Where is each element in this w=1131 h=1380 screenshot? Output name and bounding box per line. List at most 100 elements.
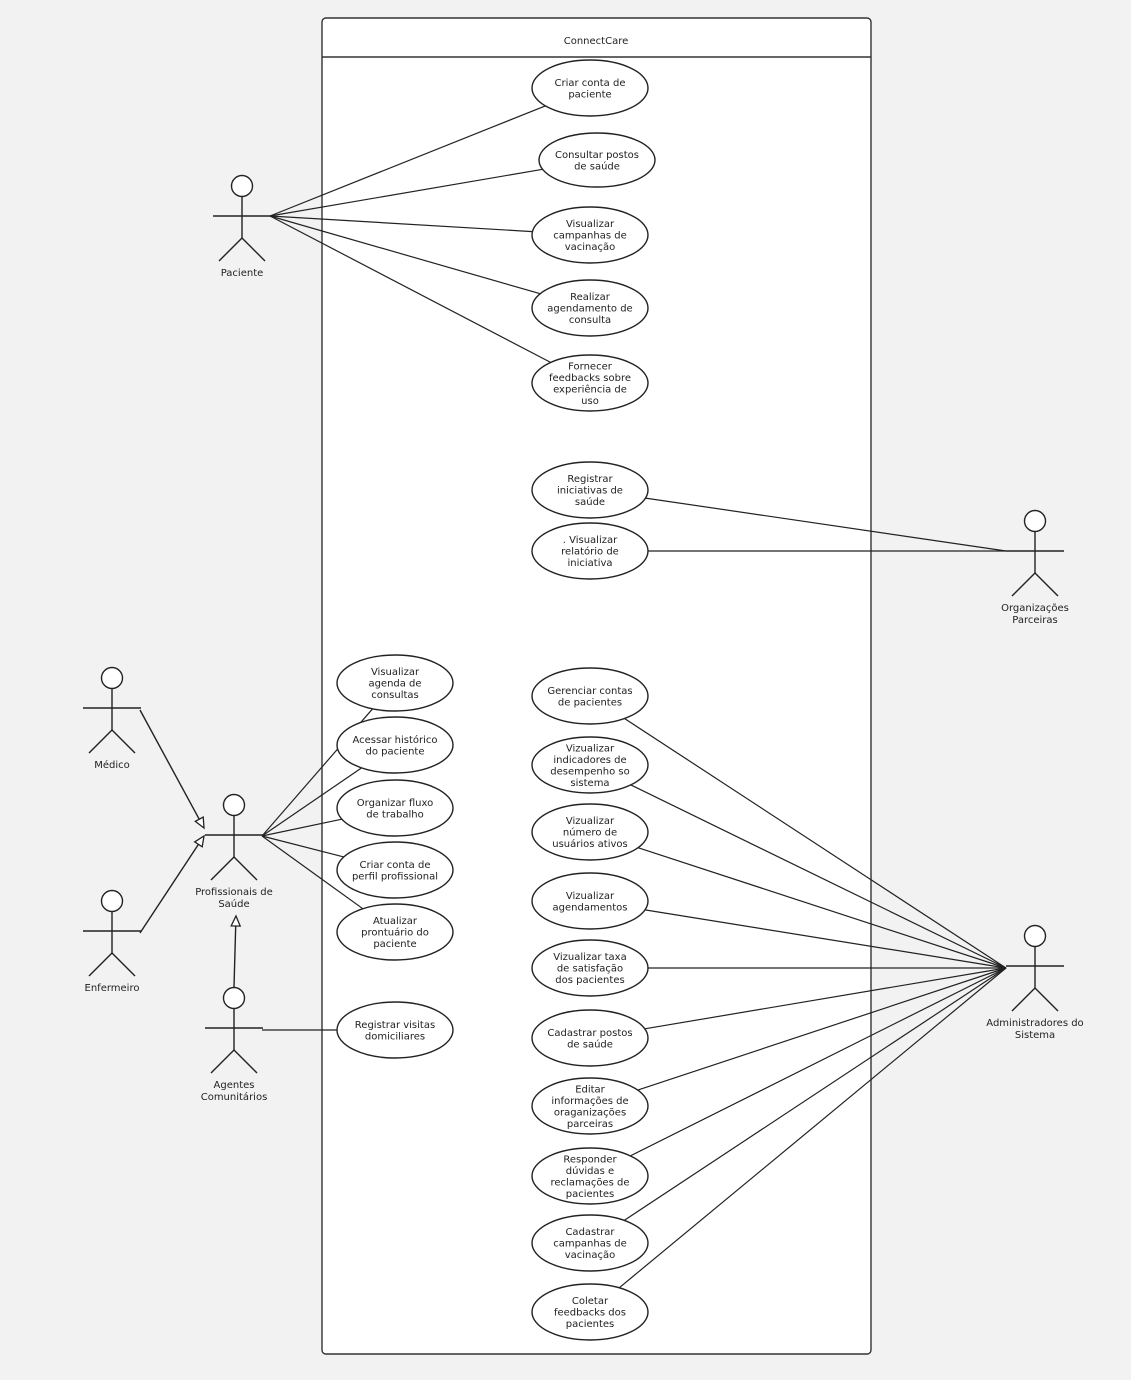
actor-left-leg — [218, 237, 243, 262]
actor-head — [1023, 924, 1047, 948]
actor-right-leg — [1034, 987, 1059, 1012]
actor-label: Organizações — [1001, 603, 1069, 614]
use-case-ellipse[interactable] — [531, 667, 649, 725]
association-line — [644, 909, 1007, 969]
use-case-label: vacinação — [565, 1250, 616, 1261]
actor-label: Médico — [94, 759, 130, 771]
actor-enfermeiro[interactable]: Enfermeiro — [83, 889, 141, 995]
use-case-ellipse[interactable] — [336, 1001, 454, 1059]
use-case-label: experiência de — [553, 383, 627, 395]
use-case-label: uso — [581, 396, 599, 407]
actor-right-leg — [1034, 572, 1059, 597]
association-line — [645, 497, 1007, 552]
generalization-arrowhead — [193, 834, 205, 848]
association-line — [269, 215, 541, 295]
actor-head — [222, 986, 246, 1010]
association-line — [630, 784, 1007, 969]
use-case-label: Criar conta de — [555, 78, 626, 89]
use-case-label: feedbacks sobre — [549, 373, 631, 384]
use-case-label: Registrar — [567, 474, 613, 485]
use-case-label: iniciativa — [567, 558, 612, 569]
actor-right-leg — [241, 237, 266, 262]
use-case-ellipse[interactable] — [336, 841, 454, 899]
use-case-label: Cadastrar postos — [547, 1028, 632, 1039]
use-case-ellipse[interactable] — [531, 1077, 649, 1135]
actor-medico[interactable]: Médico — [83, 666, 141, 772]
use-case-label: de satisfação — [557, 964, 623, 975]
use-case-ellipse[interactable] — [538, 132, 656, 188]
use-case-label: informações de — [551, 1096, 628, 1107]
actor-left-leg — [88, 952, 113, 977]
use-case-label: Editar — [575, 1084, 605, 1095]
generalization-arrowhead — [230, 914, 242, 927]
association-line — [269, 215, 533, 233]
use-case-label: Vizualizar — [566, 816, 615, 827]
actor-paciente[interactable]: Paciente — [213, 174, 271, 280]
use-case-ellipse[interactable] — [531, 1283, 649, 1341]
use-case-ellipse[interactable] — [531, 354, 649, 412]
use-case-label: iniciativas de — [557, 486, 623, 497]
use-case-ellipse[interactable] — [336, 654, 454, 712]
use-case-label: saúde — [575, 496, 605, 508]
use-case-ellipse[interactable] — [531, 522, 649, 580]
association-line — [630, 967, 1007, 1157]
association-line — [269, 168, 543, 217]
use-case-ellipse[interactable] — [531, 279, 649, 337]
use-case-ellipse[interactable] — [336, 779, 454, 837]
use-case-ellipse[interactable] — [336, 903, 454, 961]
use-case-label: Vizualizar — [566, 891, 615, 902]
use-case-label: Registrar visitas — [355, 1020, 435, 1031]
use-case-label: Visualizar — [371, 667, 420, 678]
use-case-ellipse[interactable] — [531, 1009, 649, 1067]
use-case-ellipse[interactable] — [531, 939, 649, 997]
use-case-ellipse[interactable] — [531, 1214, 649, 1272]
association-line — [269, 215, 551, 363]
use-case-ellipse[interactable] — [531, 461, 649, 519]
use-case-label: consultas — [371, 690, 419, 701]
use-case-label: campanhas de — [553, 231, 627, 242]
use-case-label: agendamentos — [553, 902, 628, 913]
actor-left-leg — [1011, 572, 1036, 597]
use-case-label: prontuário do — [361, 927, 429, 939]
use-case-label: Consultar postos — [555, 150, 639, 161]
use-case-label: Fornecer — [568, 361, 613, 372]
use-case-ellipse[interactable] — [531, 1147, 649, 1205]
use-case-ellipse[interactable] — [531, 803, 649, 861]
use-case-ellipse[interactable] — [531, 736, 649, 794]
use-case-ellipse[interactable] — [531, 59, 649, 117]
association-line — [644, 967, 1007, 1030]
use-case-ellipse[interactable] — [336, 716, 454, 774]
association-line — [637, 847, 1007, 969]
use-case-ellipse[interactable] — [531, 872, 649, 930]
use-case-label: Cadastrar — [565, 1227, 615, 1238]
use-case-ellipse[interactable] — [531, 206, 649, 264]
